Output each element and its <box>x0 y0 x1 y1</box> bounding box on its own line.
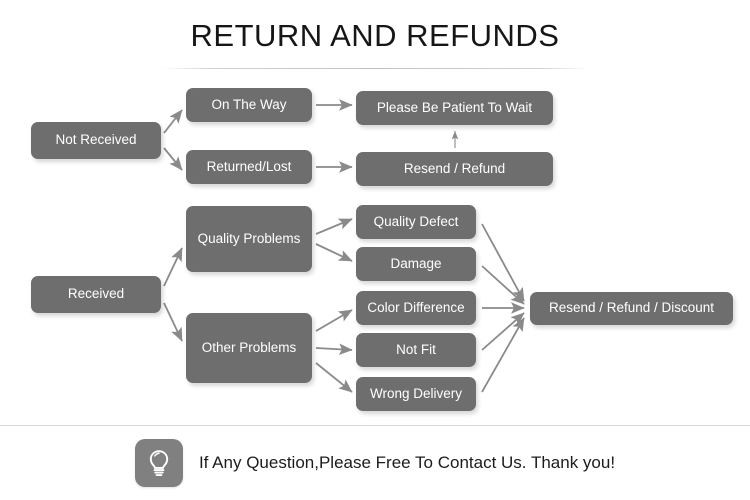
flow-node-quality-problems[interactable]: Quality Problems <box>186 206 312 272</box>
flow-node-resend-refund-discount[interactable]: Resend / Refund / Discount <box>530 292 733 325</box>
flow-node-damage[interactable]: Damage <box>356 247 476 281</box>
footer-contact-banner: If Any Question,Please Free To Contact U… <box>0 432 750 494</box>
flow-node-color-difference[interactable]: Color Difference <box>356 291 476 325</box>
title-divider <box>160 68 590 69</box>
flow-node-resend-refund[interactable]: Resend / Refund <box>356 152 553 186</box>
flow-node-wrong-delivery[interactable]: Wrong Delivery <box>356 377 476 411</box>
page-title: RETURN AND REFUNDS <box>190 18 560 53</box>
flow-node-returned-lost[interactable]: Returned/Lost <box>186 150 312 184</box>
flow-node-other-problems[interactable]: Other Problems <box>186 313 312 383</box>
footer-contact-text: If Any Question,Please Free To Contact U… <box>198 453 616 472</box>
flow-node-on-the-way[interactable]: On The Way <box>186 88 312 122</box>
footer-divider <box>0 425 750 426</box>
flow-node-received[interactable]: Received <box>31 276 161 313</box>
lightbulb-icon <box>134 439 183 487</box>
flow-node-not-fit[interactable]: Not Fit <box>356 333 476 367</box>
flow-node-not-received[interactable]: Not Received <box>31 122 161 159</box>
flow-node-quality-defect[interactable]: Quality Defect <box>356 205 476 239</box>
flow-node-be-patient[interactable]: Please Be Patient To Wait <box>356 91 553 125</box>
